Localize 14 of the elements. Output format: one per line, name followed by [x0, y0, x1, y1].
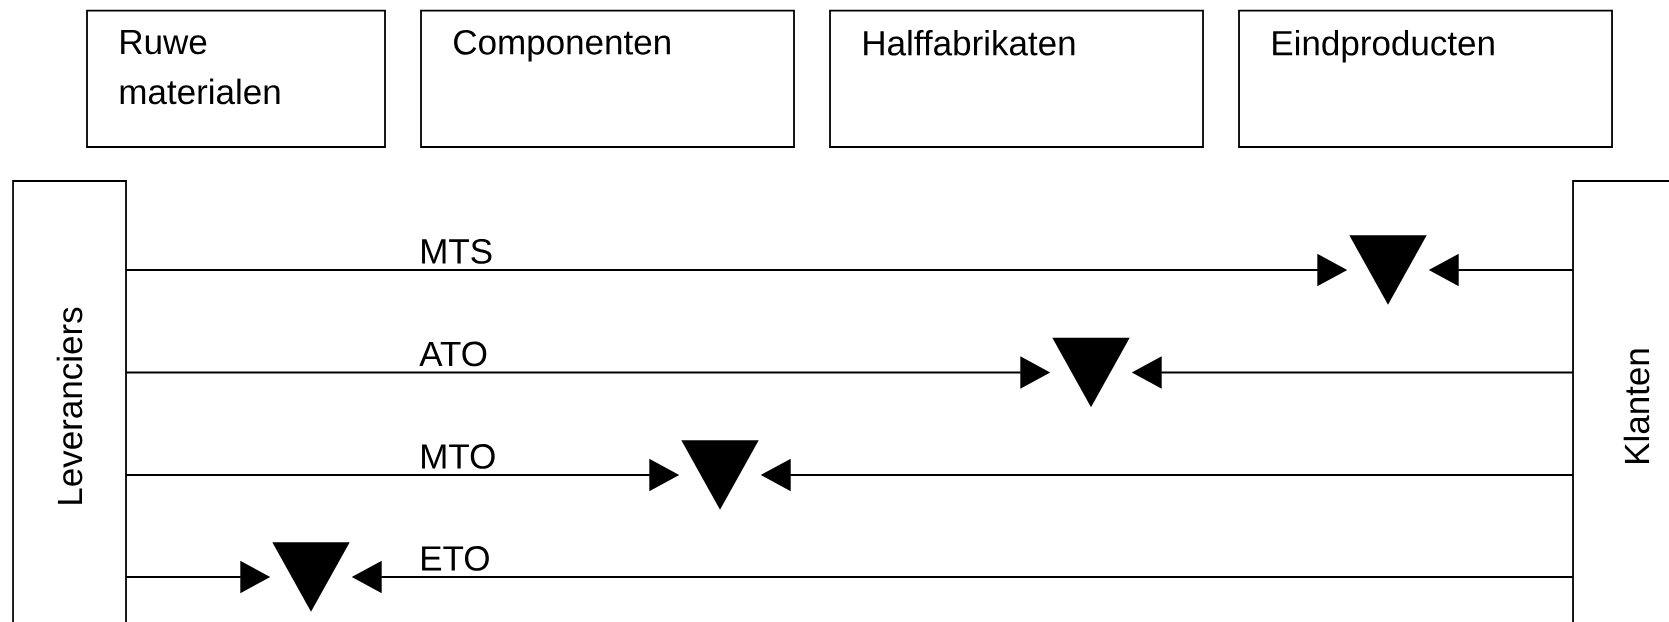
category-box: Componenten: [420, 9, 795, 148]
category-box: Halffabrikaten: [829, 9, 1204, 148]
party-box: Leveranciers: [12, 180, 127, 622]
category-box: Eindproducten: [1238, 9, 1613, 148]
edge-label: ETO: [418, 545, 492, 572]
category-box: Ruwe materialen: [86, 9, 386, 148]
edge-label: MTS: [418, 238, 495, 265]
edge-label: MTO: [418, 443, 498, 470]
edge-label: ATO: [418, 340, 489, 368]
inventory-triangle: [1052, 337, 1130, 408]
inventory-triangle: [272, 542, 350, 612]
inventory-triangle: [681, 440, 759, 510]
inventory-triangle: [1349, 235, 1427, 305]
party-box: Klanten: [1572, 180, 1669, 622]
